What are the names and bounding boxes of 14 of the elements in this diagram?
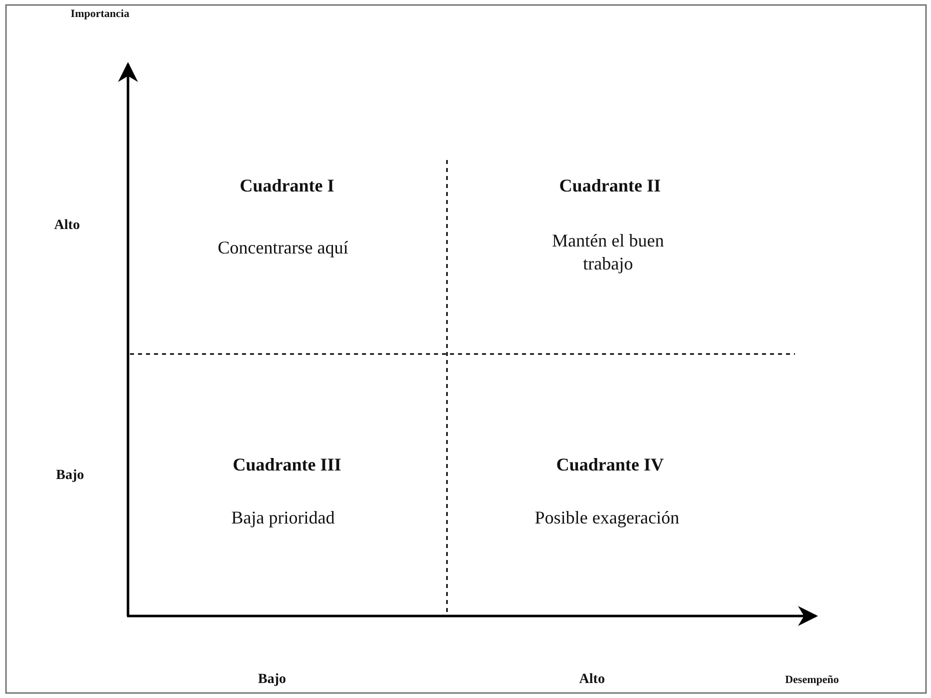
- quadrant-description: Posible exageración: [534, 508, 680, 528]
- quadrant-description: Concentrarse aquí: [218, 238, 348, 258]
- axis-level-label: Bajo: [258, 672, 286, 688]
- axis-level-label: Alto: [54, 218, 80, 234]
- axis-title: Importancia: [70, 8, 130, 20]
- axis-level-label: Alto: [579, 672, 605, 688]
- quadrant-description: Mantén el buen trabajo: [551, 230, 665, 274]
- quadrant-heading: Cuadrante IV: [556, 454, 664, 476]
- quadrant-heading: Cuadrante III: [232, 454, 342, 476]
- axis-level-label: Bajo: [56, 468, 84, 484]
- quadrant-heading: Cuadrante II: [559, 176, 661, 196]
- quadrant-heading: Cuadrante I: [240, 176, 334, 196]
- axis-title: Desempeño: [785, 674, 839, 686]
- quadrant-description: Baja prioridad: [231, 508, 335, 528]
